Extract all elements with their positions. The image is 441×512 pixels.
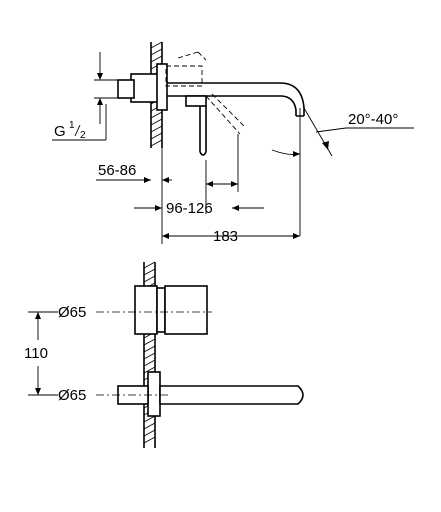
wall-hatch-line	[143, 366, 156, 374]
dim-110	[35, 312, 41, 395]
dim-183	[161, 148, 300, 244]
rosette-side	[130, 73, 160, 103]
lever-handle-side	[185, 95, 207, 156]
angle-label: 20°-40°	[348, 111, 398, 128]
wall-hatch-line	[143, 352, 156, 360]
thread-label: G	[54, 123, 66, 140]
wall-hatch-line	[150, 125, 163, 133]
wall-hatch-line	[150, 111, 163, 119]
side-view	[52, 41, 414, 244]
wall-hatch-line	[143, 275, 156, 283]
dim-96-126	[134, 134, 264, 214]
thread-numerator: 1	[69, 120, 75, 131]
wall-side	[150, 41, 163, 148]
thread-dimension	[52, 52, 130, 141]
thread-denominator: 2	[80, 130, 86, 141]
handle-front	[134, 285, 208, 335]
wall-hatch-line	[143, 436, 156, 444]
dia-bottom-label: Ø65	[58, 387, 86, 404]
dim-56-86	[96, 177, 172, 183]
wall-hatch-line	[143, 415, 156, 423]
dim-body-label: 96-126	[166, 200, 213, 217]
wall-hatch-line	[150, 48, 163, 56]
wall-hatch-line	[150, 118, 163, 126]
dia-top-label: Ø65	[58, 304, 86, 321]
spacing-label: 110	[24, 345, 48, 362]
concealed-body-side	[117, 79, 135, 99]
wall-hatch-line	[150, 55, 163, 63]
front-view	[28, 261, 304, 448]
dim-projection-label: 183	[213, 228, 238, 245]
dim-wall-label: 56-86	[98, 162, 136, 179]
wall-hatch-line	[143, 268, 156, 276]
wall-hatch-line	[150, 139, 163, 147]
wall-hatch-line	[143, 345, 156, 353]
wall-hatch-line	[143, 422, 156, 430]
wall-hatch-line	[143, 359, 156, 367]
lever-dashed-outline	[165, 51, 247, 135]
wall-hatch-line	[150, 41, 163, 49]
angle-indicator	[271, 107, 414, 236]
wall-hatch-line	[143, 261, 156, 269]
wall-hatch-line	[143, 429, 156, 437]
wall-hatch-line	[150, 132, 163, 140]
wall-plate-side	[156, 63, 168, 111]
wall-hatch-line	[143, 338, 156, 346]
